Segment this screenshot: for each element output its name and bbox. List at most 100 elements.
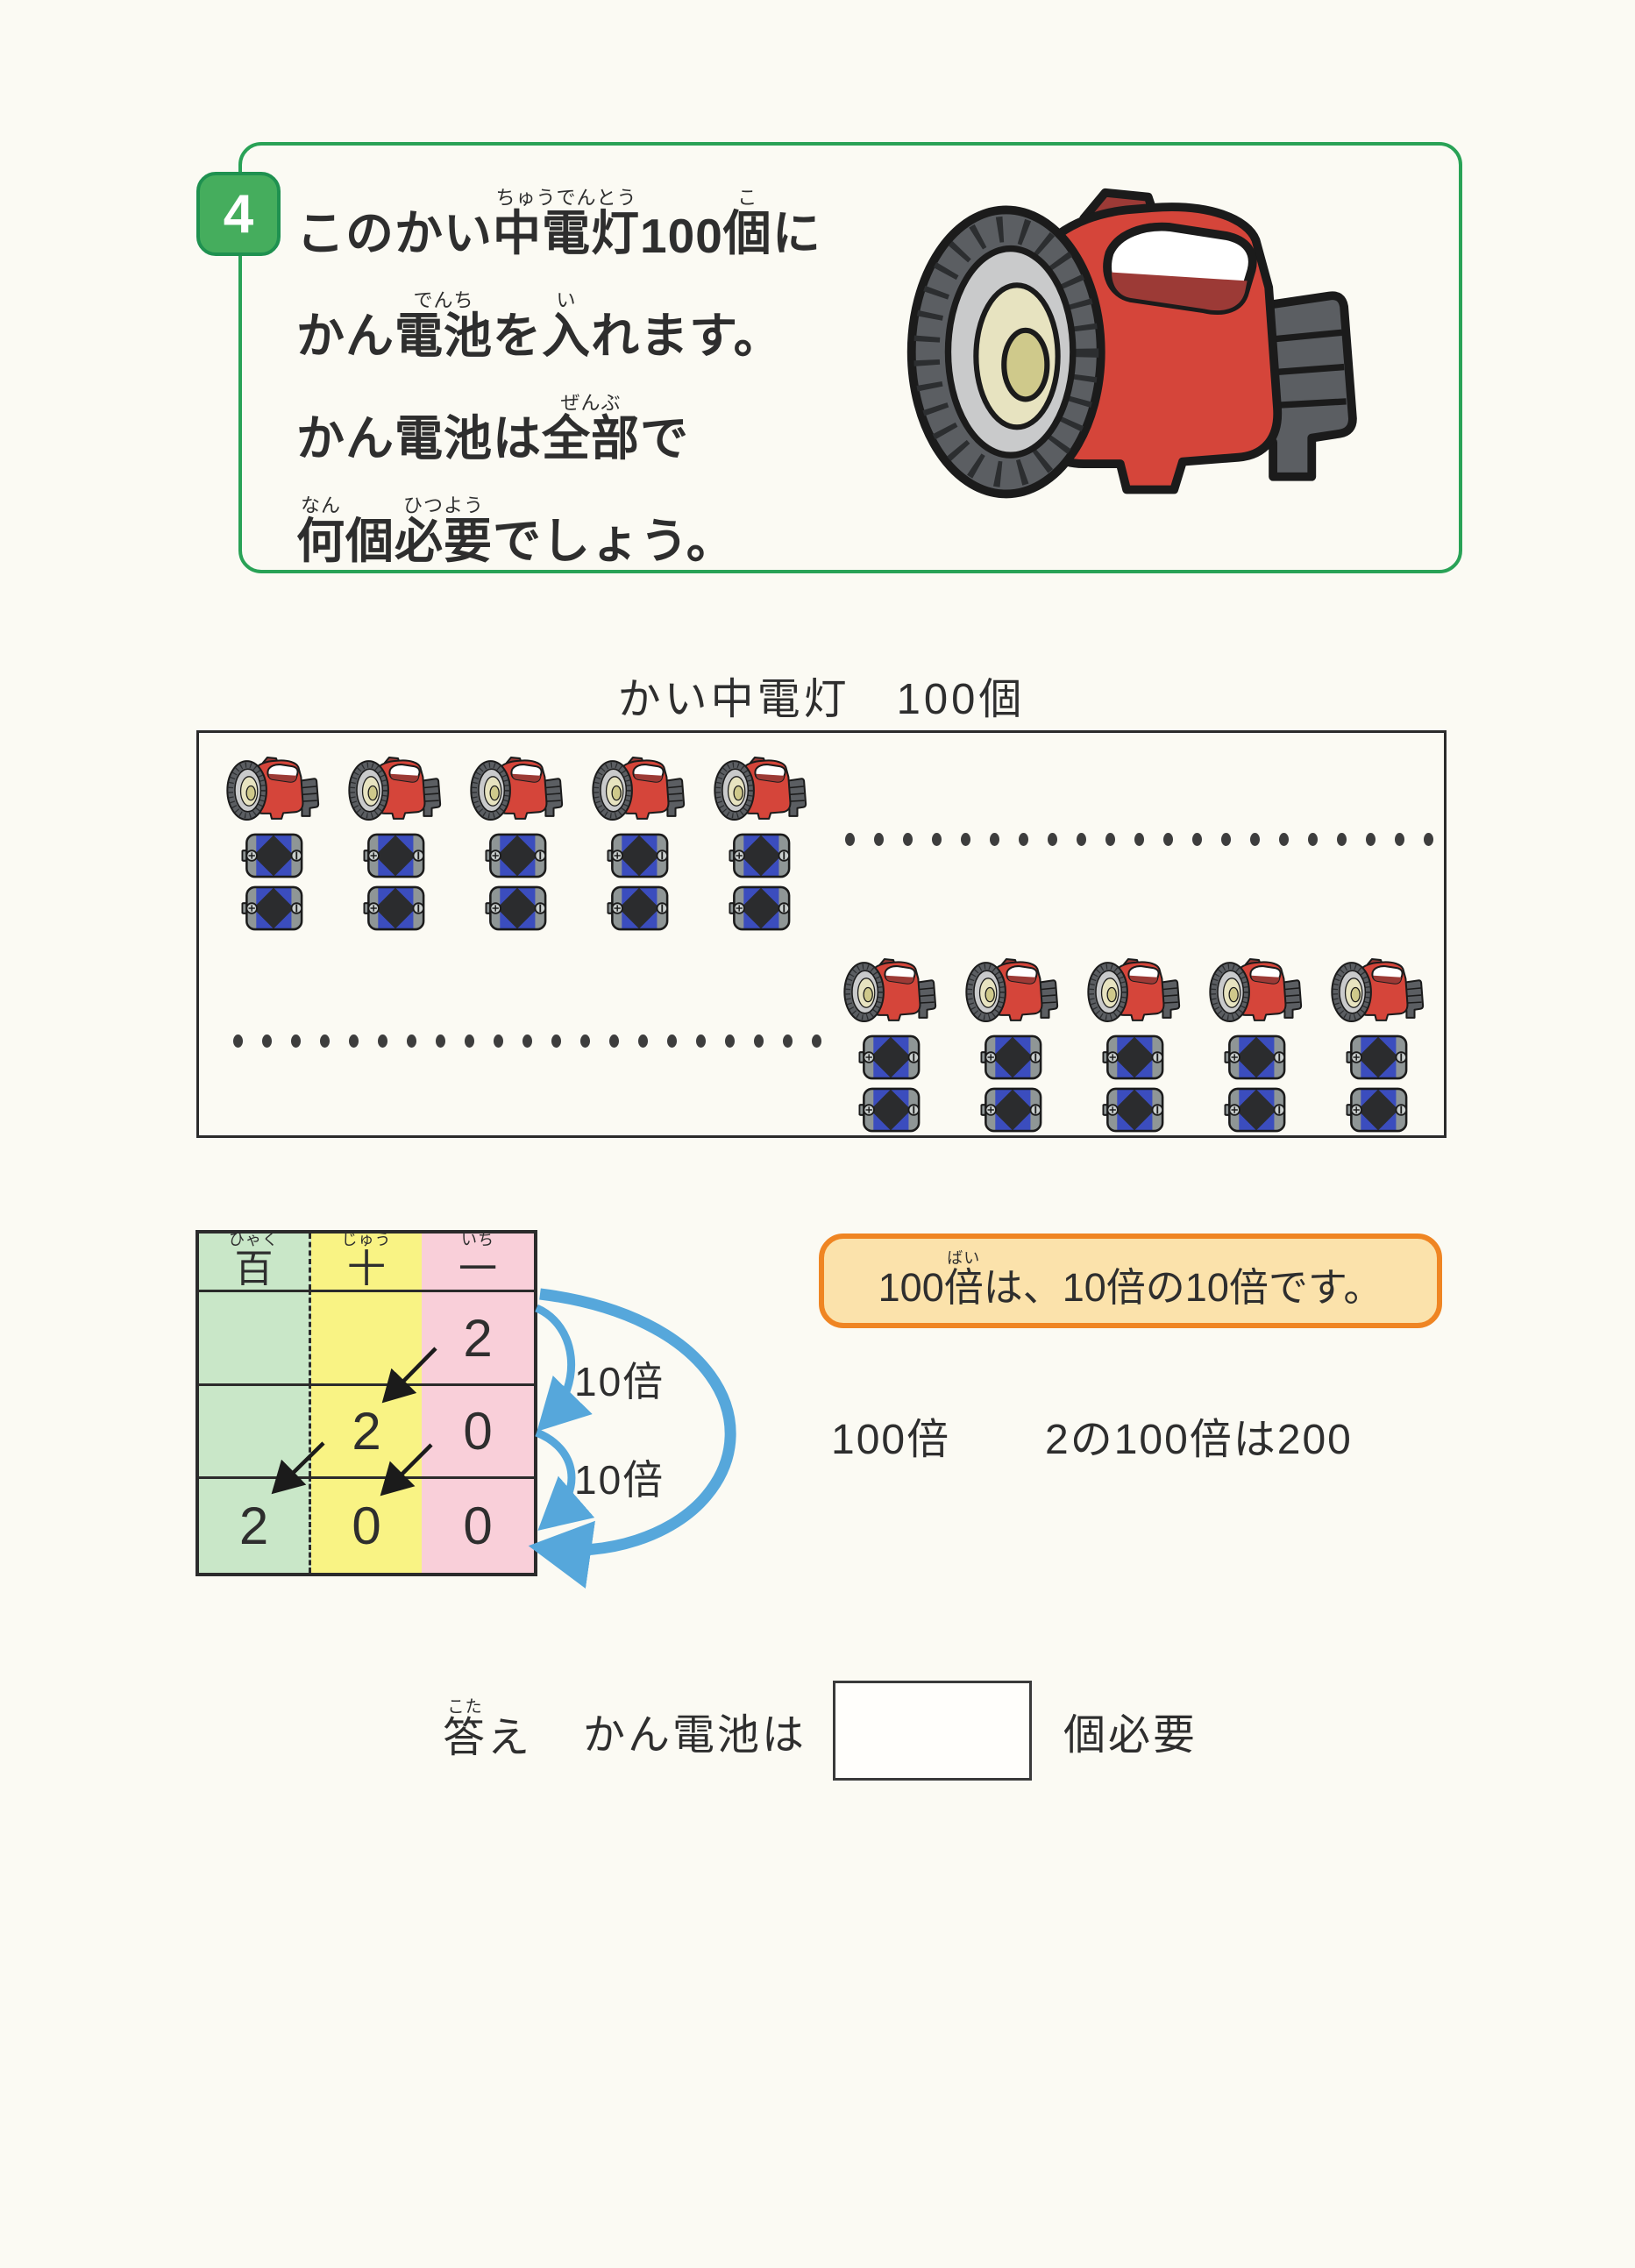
continuation-dot bbox=[233, 1034, 243, 1048]
pv-header-ones: 一いち bbox=[422, 1231, 534, 1290]
continuation-dot bbox=[754, 1034, 764, 1048]
battery-icon bbox=[1101, 1086, 1168, 1134]
diagram-label: かい中電灯 100個 bbox=[617, 676, 1026, 723]
flashlight-icon bbox=[842, 956, 940, 1027]
continuation-dot bbox=[580, 1034, 590, 1048]
continuation-dot bbox=[638, 1034, 648, 1048]
continuation-dot bbox=[1019, 833, 1028, 846]
continuation-dot bbox=[1221, 833, 1231, 846]
continuation-dot bbox=[291, 1034, 301, 1048]
continuation-dot bbox=[667, 1034, 677, 1048]
flashlight-battery-unit bbox=[346, 754, 444, 932]
continuation-dot bbox=[990, 833, 999, 846]
continuation-dot bbox=[961, 833, 970, 846]
pv-cell-r2-ones: 0 bbox=[422, 1383, 534, 1476]
pv-cell-r3-hundreds: 2 bbox=[199, 1476, 311, 1573]
pv-cell-r3-ones: 0 bbox=[422, 1476, 534, 1573]
battery-icon bbox=[1223, 1034, 1290, 1081]
problem-line-3: かん電池は全部ぜんぶで bbox=[296, 392, 690, 466]
continuation-dot bbox=[320, 1034, 330, 1048]
flashlight-battery-unit bbox=[224, 754, 323, 932]
continuation-dot bbox=[1395, 833, 1404, 846]
flashlight-icon bbox=[468, 754, 566, 825]
battery-icon bbox=[857, 1034, 924, 1081]
continuation-dot bbox=[1163, 833, 1173, 846]
flashlight-battery-unit bbox=[1085, 956, 1184, 1134]
flashlight-icon bbox=[712, 754, 810, 825]
continuation-dot bbox=[932, 833, 942, 846]
answer-row: 答こたえ かん電池は 個必要 bbox=[443, 1676, 1198, 1785]
flashlight-battery-unit bbox=[1207, 956, 1305, 1134]
times10-arrow-1 bbox=[535, 1304, 593, 1432]
battery-icon bbox=[979, 1034, 1046, 1081]
battery-icon bbox=[728, 885, 794, 932]
battery-icon bbox=[1101, 1034, 1168, 1081]
battery-icon bbox=[857, 1086, 924, 1134]
continuation-dot bbox=[465, 1034, 474, 1048]
problem-number: 4 bbox=[223, 183, 254, 245]
flashlight-battery-unit bbox=[842, 956, 940, 1134]
times10-arrow-2 bbox=[535, 1428, 595, 1531]
continuation-dot bbox=[1337, 833, 1347, 846]
pv-cell-r3-tens: 0 bbox=[311, 1476, 422, 1573]
battery-icon bbox=[606, 885, 672, 932]
flashlight-icon bbox=[224, 754, 323, 825]
diagram-box bbox=[196, 730, 1447, 1138]
flashlight-icon bbox=[1207, 956, 1305, 1027]
continuation-dot bbox=[378, 1034, 387, 1048]
flashlight-group-bottom bbox=[842, 956, 1427, 1134]
problem-number-badge: 4 bbox=[196, 172, 281, 256]
continuation-dot bbox=[436, 1034, 445, 1048]
pv-cell-r1-tens bbox=[311, 1290, 422, 1383]
pv-cell-r2-tens: 2 bbox=[311, 1383, 422, 1476]
problem-box bbox=[238, 142, 1462, 573]
battery-icon bbox=[728, 832, 794, 879]
times100-label: 100倍 bbox=[831, 1417, 951, 1463]
continuation-dot bbox=[1048, 833, 1057, 846]
answer-subject: かん電池は bbox=[583, 1712, 807, 1759]
continuation-dot bbox=[1279, 833, 1289, 846]
pv-header-hundreds: 百ひゃく bbox=[199, 1231, 311, 1290]
battery-icon bbox=[484, 832, 551, 879]
pv-cell-r2-hundreds bbox=[199, 1383, 311, 1476]
battery-icon bbox=[1223, 1086, 1290, 1134]
continuation-dot bbox=[783, 1034, 793, 1048]
continuation-dot bbox=[1192, 833, 1202, 846]
continuation-dot bbox=[725, 1034, 735, 1048]
continuation-dots-top bbox=[845, 833, 1433, 846]
continuation-dot bbox=[1134, 833, 1144, 846]
continuation-dot bbox=[1250, 833, 1260, 846]
battery-icon bbox=[1345, 1086, 1411, 1134]
callout-box: 100倍ばいは、10倍の10倍です。 bbox=[819, 1234, 1442, 1328]
battery-icon bbox=[362, 832, 429, 879]
continuation-dot bbox=[845, 833, 855, 846]
pv-header-tens: 十じゅう bbox=[311, 1231, 422, 1290]
times10-label-2: 10倍 bbox=[574, 1457, 665, 1503]
continuation-dot bbox=[522, 1034, 532, 1048]
battery-icon bbox=[606, 832, 672, 879]
continuation-dot bbox=[1105, 833, 1115, 846]
answer-suffix: 個必要 bbox=[1063, 1712, 1198, 1759]
continuation-dot bbox=[903, 833, 913, 846]
continuation-dot bbox=[1366, 833, 1376, 846]
continuation-dot bbox=[551, 1034, 561, 1048]
continuation-dot bbox=[812, 1034, 821, 1048]
flashlight-icon bbox=[346, 754, 444, 825]
flashlight-battery-unit bbox=[712, 754, 810, 932]
flashlight-icon bbox=[1329, 956, 1427, 1027]
continuation-dot bbox=[1077, 833, 1086, 846]
continuation-dot bbox=[349, 1034, 359, 1048]
flashlight-battery-unit bbox=[1329, 956, 1427, 1134]
continuation-dot bbox=[609, 1034, 619, 1048]
flashlight-battery-unit bbox=[468, 754, 566, 932]
callout-text: 100倍ばいは、10倍の10倍です。 bbox=[878, 1249, 1383, 1310]
place-value-table: 百ひゃく 十じゅう 一いち 2 2 0 2 0 0 bbox=[195, 1230, 537, 1576]
answer-box[interactable] bbox=[833, 1681, 1033, 1781]
flashlight-icon bbox=[899, 175, 1372, 520]
flashlight-icon bbox=[590, 754, 688, 825]
pv-cell-r1-hundreds bbox=[199, 1290, 311, 1383]
flashlight-icon bbox=[1085, 956, 1184, 1027]
